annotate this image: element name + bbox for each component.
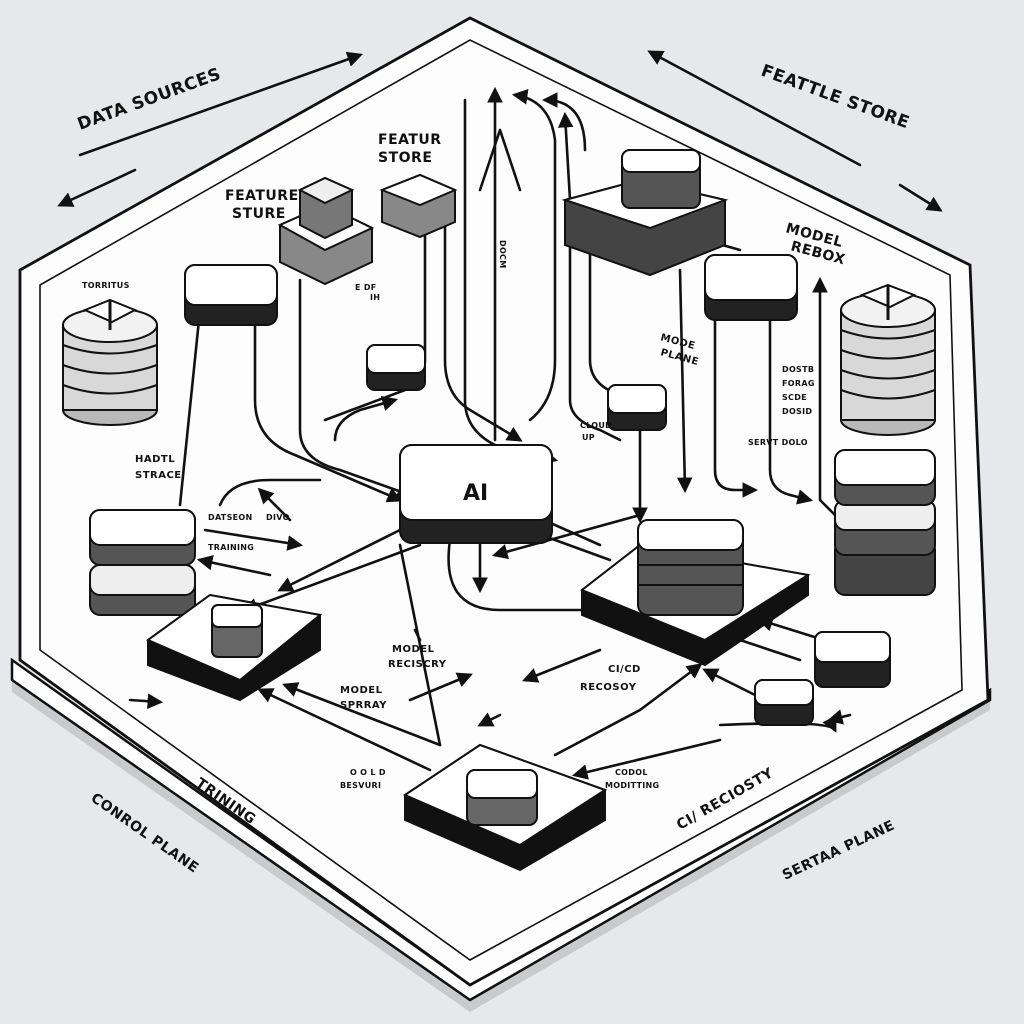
label-pipeline-note-1: DATSEON <box>208 513 253 522</box>
label-ai: AI <box>463 481 488 506</box>
label-model-registry-1: MODEL <box>392 644 435 655</box>
perimeter-arrows <box>57 50 943 709</box>
data-sources-storage-left <box>62 298 158 426</box>
label-model-registry-2: RECISCRY <box>388 659 447 670</box>
label-data-tag-2: IH <box>370 293 380 302</box>
label-model-spray-1: MODEL <box>340 685 383 696</box>
label-cicd-2: RECOSOY <box>580 682 637 693</box>
label-serving-1: O O L D <box>350 768 386 777</box>
label-serving-2: BESVURI <box>340 781 381 790</box>
label-feature-store-left-1: FEATURE <box>225 188 299 204</box>
label-feature-store-center-2: STORE <box>378 150 432 166</box>
serving-platform-node <box>402 743 608 872</box>
label-side-note-1: DOSTB <box>782 365 814 374</box>
hadtl-storage-left-box <box>184 264 278 326</box>
label-docs: DOCM <box>498 240 507 268</box>
label-pipeline-note-2: TRAINING <box>208 543 254 552</box>
label-cicd-1: CI/CD <box>608 664 641 675</box>
label-serving-note: SERVT DOLO <box>748 438 808 447</box>
registry-platform-node <box>580 519 811 667</box>
monitoring-small-box-mid <box>754 679 814 726</box>
label-data-tag-1: E DF <box>355 283 377 292</box>
label-sourcing: TORRITUS <box>82 281 130 290</box>
label-feature-store-left-2: STURE <box>232 206 286 222</box>
label-side-note-4: DOSID <box>782 407 812 416</box>
label-serving-plane: SERTAA PLANE <box>780 818 897 884</box>
label-model-spray-2: SPRRAY <box>340 700 387 711</box>
label-monitoring-2: MODITTING <box>605 781 659 790</box>
training-platform-node <box>145 593 323 702</box>
label-cloud-up-2: UP <box>582 433 595 442</box>
model-registry-stack-top <box>561 149 729 277</box>
model-rebox-box <box>704 254 798 321</box>
label-drivo: DIVO <box>266 513 290 522</box>
monitoring-small-box-right <box>814 631 891 688</box>
label-cloud-up-1: CLOUD <box>580 421 612 430</box>
data-sources-storage-right <box>840 283 936 436</box>
label-monitoring-1: CODOL <box>615 768 648 777</box>
feature-store-left-stack <box>277 176 375 286</box>
ai-hub-node <box>399 444 553 544</box>
serving-stack-right <box>834 449 936 596</box>
small-node-center <box>366 344 426 391</box>
label-feature-store-center-1: FEATUR <box>378 132 442 148</box>
feature-store-center-box <box>379 173 458 239</box>
label-data-sources: DATA SOURCES <box>75 64 224 135</box>
storage-stack-left <box>89 509 196 616</box>
label-hadtl-2: STRACE <box>135 470 182 481</box>
label-side-note-3: SCDE <box>782 393 807 402</box>
small-node-right <box>607 384 667 431</box>
label-hadtl-1: HADTL <box>135 454 175 465</box>
label-side-note-2: FORAG <box>782 379 815 388</box>
